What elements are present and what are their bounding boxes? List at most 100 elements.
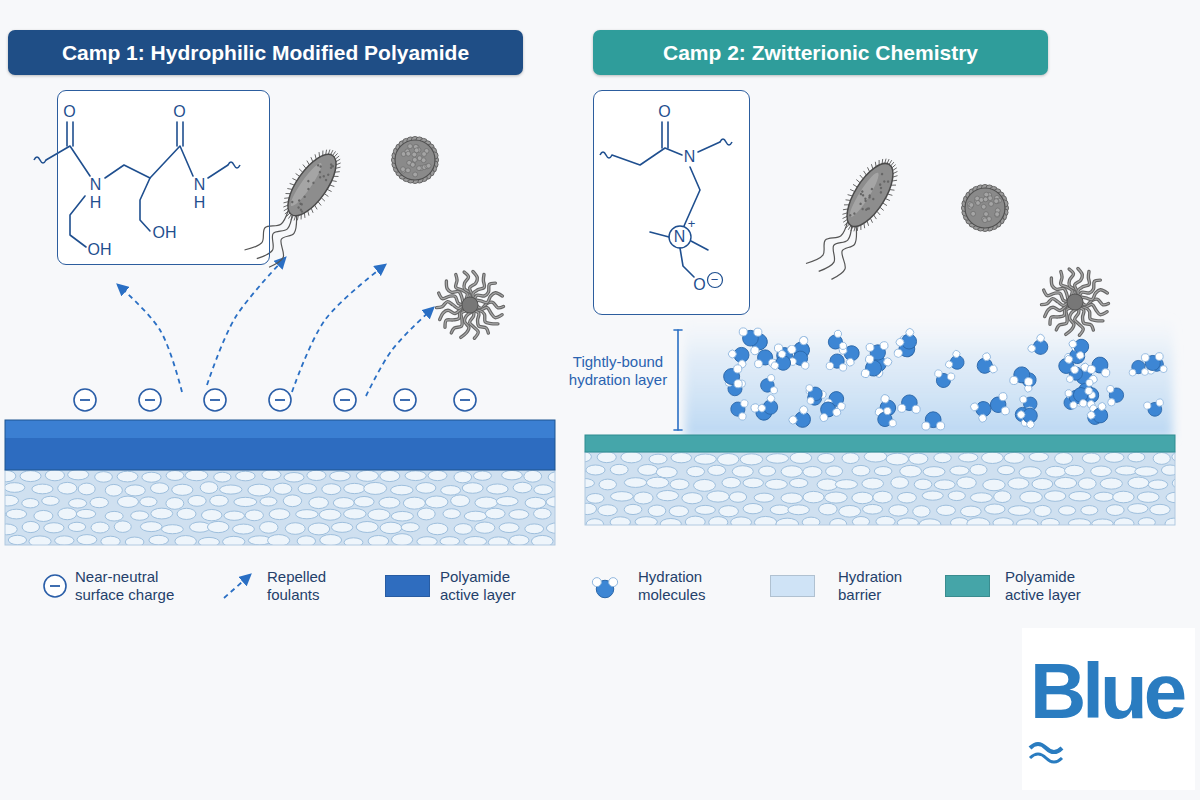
pore (22, 521, 39, 532)
hydrogen-atom (1019, 395, 1028, 404)
pore (1029, 452, 1048, 461)
hydrogen-atom (865, 354, 875, 364)
pore (68, 470, 89, 480)
hydrogen-atom (754, 328, 762, 336)
pore (427, 523, 448, 535)
pore (101, 536, 120, 545)
bond (46, 146, 90, 176)
pore (862, 478, 884, 489)
hydrogen-atom (754, 360, 762, 368)
pore (259, 522, 278, 534)
pore (95, 472, 113, 483)
pore (525, 497, 546, 508)
water-molecule (973, 351, 999, 379)
pore (1128, 452, 1145, 462)
pore (78, 483, 95, 495)
cell-texture (867, 207, 870, 210)
negative-charge (454, 389, 476, 411)
structure-box: ONHONHOHOH (57, 90, 270, 265)
hydrogen-atom (1084, 386, 1094, 396)
charge-circle (74, 389, 96, 411)
hydrogen-atom (727, 349, 738, 360)
hydrogen-atom (757, 403, 767, 413)
pore (818, 453, 835, 463)
foulant-strand (476, 302, 504, 308)
pore (981, 452, 1003, 463)
pore (162, 525, 184, 534)
bond (650, 232, 669, 237)
pore (105, 484, 122, 496)
pore (534, 485, 553, 495)
pore (957, 477, 977, 489)
pore (55, 536, 74, 545)
cell-texture (861, 207, 864, 210)
pore (694, 479, 716, 491)
hydrogen-atom (1097, 401, 1108, 412)
pore (788, 505, 810, 515)
pore (320, 535, 342, 545)
pore (900, 465, 922, 477)
pore (970, 493, 992, 503)
support-outline (5, 470, 555, 545)
virus (961, 184, 1008, 231)
foulant-strand-light (474, 283, 495, 300)
pore (586, 494, 604, 504)
cell-texture (880, 172, 883, 175)
pore (656, 467, 677, 478)
bracket (674, 429, 682, 431)
pore (585, 478, 594, 487)
atom-label: N (185, 175, 215, 195)
pore (790, 452, 812, 463)
water-molecule (860, 354, 884, 381)
repel-arrow (292, 265, 385, 392)
pore (20, 471, 41, 482)
flagellum (806, 214, 850, 271)
hydrogen-atom (981, 351, 992, 362)
minus-sign (50, 585, 60, 587)
pore (610, 517, 630, 525)
water-molecule (1106, 384, 1124, 406)
pore (743, 503, 763, 513)
pore (586, 465, 605, 475)
pore (140, 497, 157, 507)
negative-charge (74, 389, 96, 411)
pore (937, 505, 956, 515)
pore (1081, 506, 1098, 515)
pore (1092, 519, 1113, 525)
charge-circle (44, 575, 66, 597)
minus-sign (145, 399, 155, 401)
pore (496, 497, 518, 506)
pore (524, 470, 542, 482)
capsid-texture (414, 148, 419, 153)
pore (611, 492, 634, 501)
hydrogen-atom (833, 329, 843, 339)
foulant-strand (470, 310, 479, 338)
flagellum (825, 226, 867, 282)
capsid-texture (995, 213, 1000, 218)
bond (72, 122, 74, 146)
foulant-strand (1075, 307, 1084, 335)
pore (214, 472, 231, 482)
hydrogen-atom (839, 363, 847, 371)
water-molecule (944, 349, 968, 374)
pore (948, 491, 965, 501)
capsid-texture (413, 172, 418, 177)
hydrogen-atom (807, 397, 815, 405)
pore (220, 485, 242, 494)
cell-body (838, 157, 902, 234)
cell-texture (299, 208, 302, 211)
foulant-strand (1079, 280, 1100, 297)
capsid-texture (981, 204, 986, 209)
pore (269, 509, 290, 520)
pore (1055, 453, 1073, 465)
pore (597, 452, 616, 463)
hydrogen-atom (1009, 376, 1018, 385)
negative-charge (139, 389, 161, 411)
water-molecule (897, 394, 921, 413)
pore (201, 509, 222, 520)
pore (657, 490, 679, 500)
pore (874, 467, 892, 476)
cell-texture (849, 214, 852, 217)
wavy-bond (600, 152, 612, 158)
pore (740, 454, 763, 465)
